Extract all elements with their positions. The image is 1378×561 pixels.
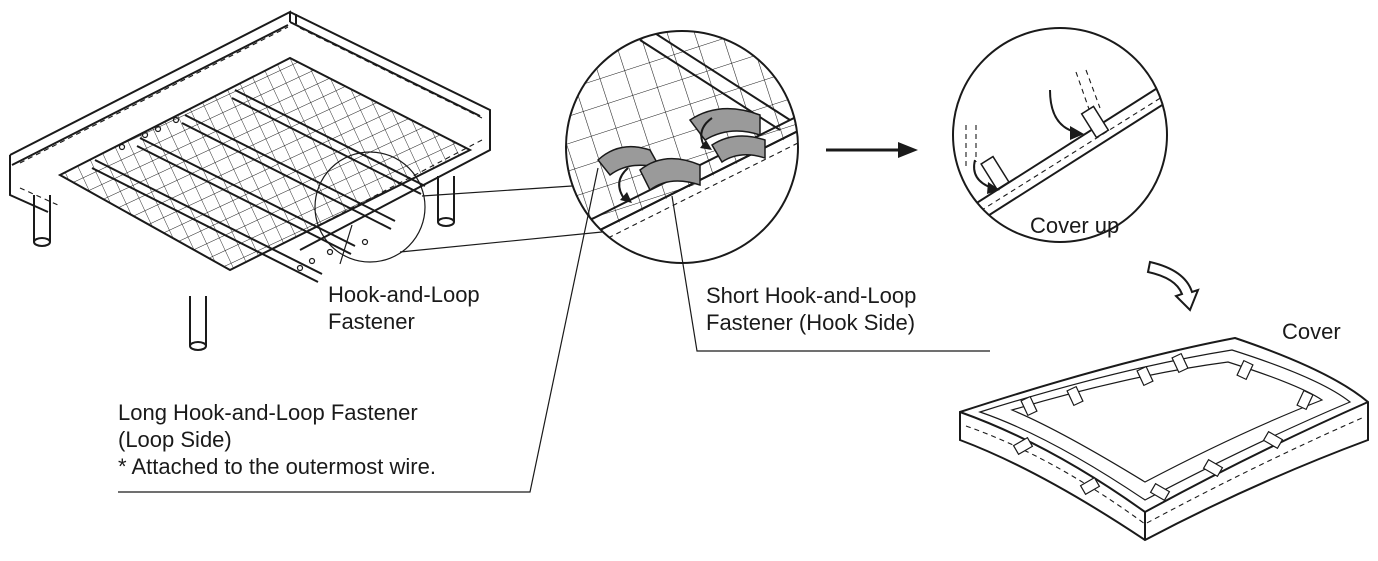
label-line: Fastener bbox=[328, 309, 415, 334]
connector-line bbox=[399, 231, 603, 253]
leader-line-bed-fastener bbox=[339, 224, 353, 265]
cover-tabs bbox=[1012, 352, 1314, 502]
detail-circle-cover-up bbox=[952, 27, 1168, 243]
label-line: (Loop Side) bbox=[118, 427, 232, 452]
bed-frame-border bbox=[9, 10, 491, 251]
fastener-rivets bbox=[118, 116, 369, 272]
detail-highlight-circle bbox=[314, 151, 426, 263]
label-line: Long Hook-and-Loop Fastener bbox=[118, 400, 418, 425]
fastener-strap bbox=[639, 157, 701, 192]
connector-line bbox=[421, 185, 573, 197]
label-line: Hook-and-Loop bbox=[328, 282, 480, 307]
leader-line-short-fastener bbox=[671, 195, 990, 352]
cover-up-label: Cover up bbox=[1030, 213, 1120, 238]
cover-mat-illustration bbox=[959, 336, 1369, 542]
detail-circle-fasteners bbox=[565, 30, 799, 264]
right-arrow bbox=[826, 142, 918, 158]
label-line: Short Hook-and-Loop bbox=[706, 283, 917, 308]
hollow-curved-arrow bbox=[1146, 260, 1200, 312]
leader-line-long-fastener bbox=[118, 167, 599, 493]
hook-and-loop-fastener-label: Hook-and-Loop Fastener bbox=[328, 281, 480, 335]
short-fastener-label: Short Hook-and-Loop Fastener (Hook Side) bbox=[706, 282, 916, 336]
fastener-strap bbox=[710, 135, 766, 164]
cover-label: Cover bbox=[1282, 319, 1341, 344]
label-line: * Attached to the outermost wire. bbox=[118, 454, 436, 479]
fastener-strap bbox=[688, 107, 761, 141]
long-fastener-label: Long Hook-and-Loop Fastener (Loop Side) … bbox=[118, 399, 436, 480]
label-line: Fastener (Hook Side) bbox=[706, 310, 916, 335]
bed-frame-illustration bbox=[9, 10, 491, 351]
